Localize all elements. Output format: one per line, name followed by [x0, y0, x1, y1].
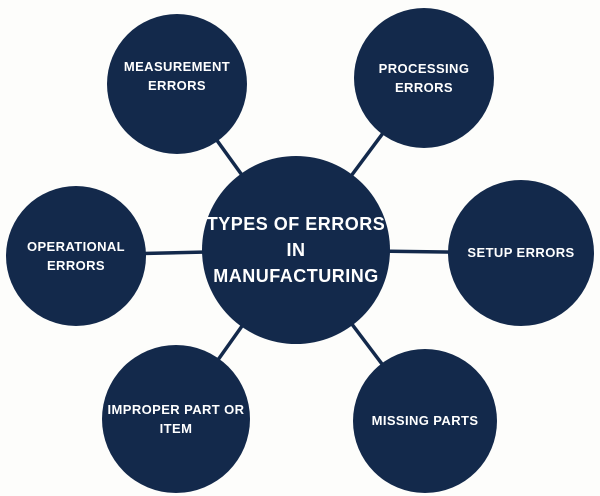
center-node-label: TYPES OF ERRORS IN MANUFACTURING — [206, 213, 386, 287]
missing-parts-label: MISSING PARTS — [371, 413, 479, 429]
node-improper-part-or-item: IMPROPER PART OR ITEM — [102, 345, 250, 493]
node-setup-errors: SETUP ERRORS — [448, 180, 594, 326]
setup-errors-label: SETUP ERRORS — [467, 245, 575, 261]
node-measurement-errors: MEASUREMENT ERRORS — [107, 14, 247, 154]
processing-errors-label: PROCESSING ERRORS — [378, 60, 470, 96]
node-missing-parts: MISSING PARTS — [353, 349, 497, 493]
operational-errors-label: OPERATIONAL ERRORS — [26, 238, 126, 274]
improper-part-or-item-label: IMPROPER PART OR ITEM — [107, 401, 245, 437]
node-types-of-errors-center: TYPES OF ERRORS IN MANUFACTURING — [202, 156, 390, 344]
node-operational-errors: OPERATIONAL ERRORS — [6, 186, 146, 326]
node-processing-errors: PROCESSING ERRORS — [354, 8, 494, 148]
measurement-errors-label: MEASUREMENT ERRORS — [123, 58, 231, 94]
